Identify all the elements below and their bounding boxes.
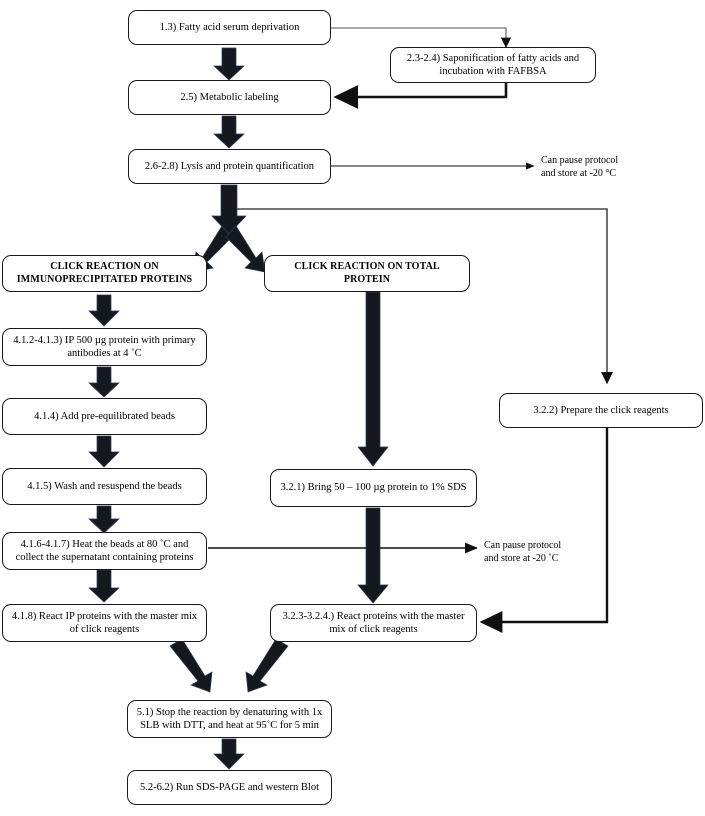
arrow-2-6-branch-stem	[211, 184, 247, 235]
arrow-ip-header-to-4-1-2	[88, 294, 120, 327]
arrow-3-2-3-to-5-1	[245, 638, 289, 693]
node-label: 4.1.2-4.1.3) IP 500 µg protein with prim…	[13, 334, 196, 359]
arrow-2-5-to-2-6	[213, 115, 245, 149]
node-react-ip-proteins-master-mix[interactable]: 4.1.8) React IP proteins with the master…	[2, 604, 207, 642]
node-metabolic-labeling[interactable]: 2.5) Metabolic labeling	[128, 80, 331, 115]
arrow-4-1-5-to-4-1-6	[88, 505, 120, 534]
node-label: 5.1) Stop the reaction by denaturing wit…	[136, 706, 323, 731]
node-saponification-fafbsa[interactable]: 2.3-2.4) Saponification of fatty acids a…	[390, 47, 596, 83]
node-label: 3.2.3-3.2.4.) React proteins with the ma…	[282, 610, 465, 635]
note-can-pause-protocol-top: Can pause protocol and store at -20 °C	[541, 155, 619, 179]
arrow-5-1-to-5-2	[213, 738, 245, 770]
node-header-click-reaction-immunoprecipitated-proteins[interactable]: CLICK REACTION ON IMMUNOPRECIPITATED PRO…	[2, 255, 207, 292]
arrow-3-2-1-to-3-2-3	[357, 507, 389, 604]
arrow-total-header-to-3-2-1	[357, 291, 389, 467]
node-label: 3.2.1) Bring 50 – 100 µg protein to 1% S…	[280, 482, 467, 494]
edge-2-6-to-3-2-2	[228, 208, 613, 385]
node-label: 3.2.2) Prepare the click reagents	[533, 404, 669, 416]
node-ip-500ug-primary-antibodies[interactable]: 4.1.2-4.1.3) IP 500 µg protein with prim…	[2, 328, 207, 366]
edge-2-3-to-2-5	[333, 81, 508, 109]
node-label: 4.1.8) React IP proteins with the master…	[11, 610, 198, 635]
arrow-branch-to-total-header	[225, 225, 266, 273]
node-label: CLICK REACTION ON IMMUNOPRECIPITATED PRO…	[16, 261, 193, 285]
node-bring-protein-to-1pct-sds[interactable]: 3.2.1) Bring 50 – 100 µg protein to 1% S…	[270, 469, 477, 507]
node-label: 2.5) Metabolic labeling	[180, 91, 279, 103]
edge-3-2-2-to-3-2-3	[479, 428, 609, 634]
node-add-pre-equilibrated-beads[interactable]: 4.1.4) Add pre-equilibrated beads	[2, 398, 207, 435]
arrow-1-3-to-2-5	[213, 47, 245, 81]
node-label: 2.3-2.4) Saponification of fatty acids a…	[406, 52, 580, 77]
node-label: 1.3) Fatty acid serum deprivation	[159, 21, 300, 33]
node-run-sds-page-western-blot[interactable]: 5.2-6.2) Run SDS-PAGE and western Blot	[127, 770, 332, 805]
arrow-4-1-8-to-5-1	[169, 638, 213, 693]
node-fatty-acid-serum-deprivation[interactable]: 1.3) Fatty acid serum deprivation	[128, 10, 331, 45]
node-label: 2.6-2.8) Lysis and protein quantificatio…	[144, 160, 315, 172]
arrow-4-1-4-to-4-1-5	[88, 435, 120, 468]
node-heat-beads-collect-supernatant[interactable]: 4.1.6-4.1.7) Heat the beads at 80 ˚C and…	[2, 532, 207, 570]
node-label: 4.1.6-4.1.7) Heat the beads at 80 ˚C and…	[15, 538, 194, 563]
node-stop-reaction-denature-slb-dtt[interactable]: 5.1) Stop the reaction by denaturing wit…	[127, 700, 332, 738]
node-label: CLICK REACTION ON TOTAL PROTEIN	[294, 261, 440, 285]
node-lysis-protein-quantification[interactable]: 2.6-2.8) Lysis and protein quantificatio…	[128, 149, 331, 184]
note-can-pause-protocol-bottom: Can pause protocol and store at -20 ˚C	[484, 540, 562, 564]
arrow-4-1-6-to-4-1-8	[88, 569, 120, 603]
node-label: 4.1.5) Wash and resuspend the beads	[27, 480, 182, 492]
node-prepare-click-reagents[interactable]: 3.2.2) Prepare the click reagents	[499, 393, 703, 428]
node-label: 5.2-6.2) Run SDS-PAGE and western Blot	[140, 781, 319, 793]
arrow-4-1-2-to-4-1-4	[88, 366, 120, 398]
node-header-click-reaction-total-protein[interactable]: CLICK REACTION ON TOTAL PROTEIN	[264, 255, 470, 292]
node-wash-resuspend-beads[interactable]: 4.1.5) Wash and resuspend the beads	[2, 468, 207, 505]
edge-1-3-to-2-3	[330, 27, 512, 49]
node-react-proteins-master-mix[interactable]: 3.2.3-3.2.4.) React proteins with the ma…	[270, 604, 477, 642]
node-label: 4.1.4) Add pre-equilibrated beads	[34, 410, 175, 422]
